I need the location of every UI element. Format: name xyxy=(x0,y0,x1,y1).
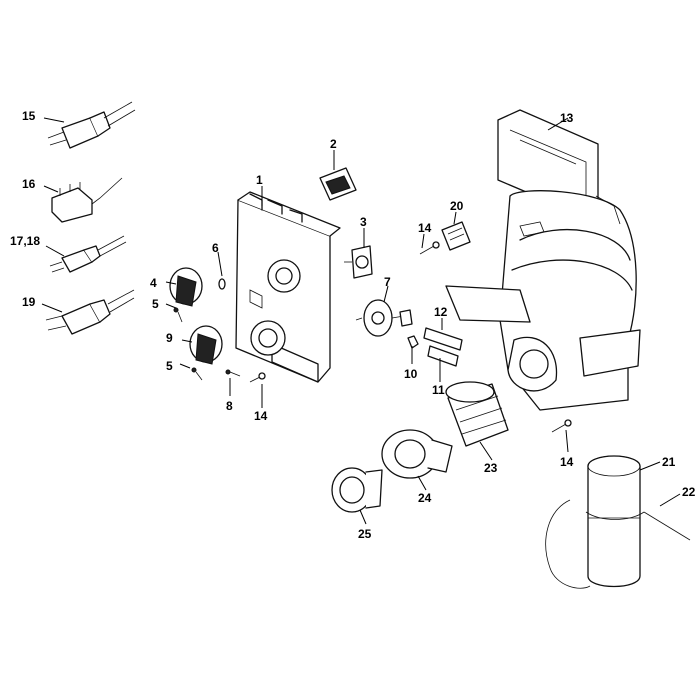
label-2: 2 xyxy=(330,137,337,151)
control-panel-housing-icon xyxy=(235,191,341,383)
label-5b: 5 xyxy=(166,359,173,373)
plug-16-icon xyxy=(51,177,123,223)
screw-icon xyxy=(173,241,572,433)
tube-icon xyxy=(407,327,463,367)
label-4: 4 xyxy=(150,276,157,290)
label-14b: 14 xyxy=(418,221,432,235)
knob-9-icon xyxy=(189,325,223,365)
label-10: 10 xyxy=(404,367,418,381)
label-17-18: 17,18 xyxy=(10,234,40,248)
plug-15-icon xyxy=(47,101,136,149)
label-5a: 5 xyxy=(152,297,159,311)
selector-3-icon xyxy=(344,245,373,279)
ring-24-icon xyxy=(381,429,453,479)
label-7: 7 xyxy=(384,275,391,289)
capacitor-icon xyxy=(545,455,691,589)
label-1: 1 xyxy=(256,173,263,187)
label-21: 21 xyxy=(662,455,676,469)
label-14c: 14 xyxy=(560,455,574,469)
label-20: 20 xyxy=(450,199,464,213)
label-9: 9 xyxy=(166,331,173,345)
label-6: 6 xyxy=(212,241,219,255)
label-23: 23 xyxy=(484,461,498,475)
plug-1718-icon xyxy=(49,235,127,273)
label-16: 16 xyxy=(22,177,36,191)
label-3: 3 xyxy=(360,215,367,229)
label-24: 24 xyxy=(418,491,432,505)
cap-25-icon xyxy=(331,467,383,513)
label-14a: 14 xyxy=(254,409,268,423)
leader-lines xyxy=(41,117,681,525)
label-8: 8 xyxy=(226,399,233,413)
label-11: 11 xyxy=(432,383,445,397)
selector-7-icon xyxy=(355,299,413,337)
filter-23-icon xyxy=(445,381,509,447)
knob-4-icon xyxy=(169,267,203,307)
label-13: 13 xyxy=(560,111,574,125)
label-12: 12 xyxy=(434,305,448,319)
rocker-switch-icon xyxy=(319,167,357,201)
terminal-block-icon xyxy=(441,221,471,251)
label-25: 25 xyxy=(358,527,372,541)
label-22: 22 xyxy=(682,485,696,499)
plug-19-icon xyxy=(45,289,135,335)
label-19: 19 xyxy=(22,295,36,309)
label-15: 15 xyxy=(22,109,36,123)
main-housing-icon xyxy=(445,109,641,411)
